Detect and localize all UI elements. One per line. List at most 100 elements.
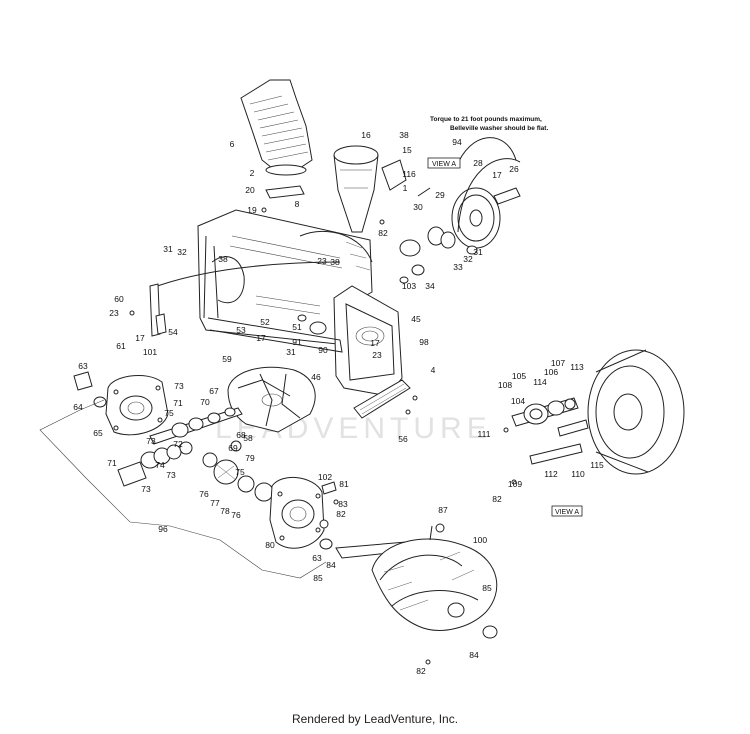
callout-51: 51 bbox=[292, 322, 302, 332]
callout-110: 110 bbox=[571, 469, 585, 479]
callout-100: 100 bbox=[473, 535, 487, 545]
callout-6: 6 bbox=[230, 139, 235, 149]
callout-82: 82 bbox=[492, 494, 502, 504]
callout-114: 114 bbox=[533, 377, 547, 387]
callout-23: 23 bbox=[109, 308, 119, 318]
drive-wheel bbox=[587, 349, 685, 475]
view-tag-top: VIEW A bbox=[427, 157, 461, 169]
nut-82-top bbox=[379, 219, 385, 225]
callout-65: 65 bbox=[93, 428, 103, 438]
callout-2: 2 bbox=[250, 168, 255, 178]
chute-base-plate bbox=[265, 185, 305, 199]
callout-113: 113 bbox=[570, 362, 584, 372]
belt-94 bbox=[455, 137, 517, 169]
callout-68: 68 bbox=[236, 430, 246, 440]
callout-73: 73 bbox=[166, 470, 176, 480]
callout-90: 90 bbox=[318, 345, 328, 355]
chute-crank-bracket bbox=[381, 159, 407, 191]
skid-shoe bbox=[353, 379, 411, 419]
torque-note-line2: Belleville washer should be flat. bbox=[450, 125, 548, 132]
callout-20: 20 bbox=[245, 185, 255, 195]
worm-shaft bbox=[149, 407, 243, 452]
callout-71: 71 bbox=[107, 458, 117, 468]
callout-17: 17 bbox=[492, 170, 502, 180]
callout-53: 53 bbox=[236, 325, 246, 335]
callout-112: 112 bbox=[544, 469, 558, 479]
callout-80: 80 bbox=[265, 540, 275, 550]
shear-bolt-87 bbox=[435, 523, 445, 533]
callout-32: 32 bbox=[463, 254, 473, 264]
harness-loop bbox=[39, 399, 327, 579]
callout-17: 17 bbox=[370, 338, 380, 348]
callout-60: 60 bbox=[114, 294, 124, 304]
callout-45: 45 bbox=[411, 314, 421, 324]
worm-gear-stack bbox=[117, 441, 193, 487]
callout-79: 79 bbox=[245, 453, 255, 463]
bracket-54 bbox=[155, 313, 167, 335]
callout-78: 78 bbox=[220, 506, 230, 516]
callout-31: 31 bbox=[286, 347, 296, 357]
callout-107: 107 bbox=[551, 358, 565, 368]
auger-pulley bbox=[451, 158, 521, 249]
callout-106: 106 bbox=[544, 367, 558, 377]
torque-note-line1: Torque to 21 foot pounds maximum, bbox=[430, 116, 542, 123]
callout-104: 104 bbox=[511, 396, 525, 406]
callout-29: 29 bbox=[435, 190, 445, 200]
callout-17: 17 bbox=[256, 333, 266, 343]
callout-69: 69 bbox=[228, 443, 238, 453]
callout-73: 73 bbox=[146, 436, 156, 446]
callout-19: 19 bbox=[247, 205, 257, 215]
callout-75: 75 bbox=[235, 467, 245, 477]
bolt-81 bbox=[333, 499, 339, 505]
callout-96: 96 bbox=[158, 524, 168, 534]
callout-28: 28 bbox=[473, 158, 483, 168]
callout-32: 32 bbox=[177, 247, 187, 257]
callout-31: 31 bbox=[473, 247, 483, 257]
callout-1: 1 bbox=[403, 183, 408, 193]
callout-33: 33 bbox=[453, 262, 463, 272]
gear-case-left bbox=[105, 375, 169, 436]
callout-23: 23 bbox=[372, 350, 382, 360]
callout-38: 38 bbox=[218, 254, 228, 264]
callout-71: 71 bbox=[173, 398, 183, 408]
bolt-19 bbox=[261, 207, 267, 213]
callout-82: 82 bbox=[336, 509, 346, 519]
callout-73: 73 bbox=[141, 484, 151, 494]
callout-54: 54 bbox=[168, 327, 178, 337]
callout-82: 82 bbox=[416, 666, 426, 676]
view-tag-right: VIEW A bbox=[551, 505, 583, 517]
view-tag-right-label: VIEW A bbox=[555, 509, 579, 516]
auger-housing bbox=[197, 209, 403, 397]
callout-101: 101 bbox=[143, 347, 157, 357]
cable bbox=[151, 261, 341, 289]
callout-63: 63 bbox=[312, 553, 322, 563]
callout-85: 85 bbox=[313, 573, 323, 583]
callout-70: 70 bbox=[200, 397, 210, 407]
callout-26: 26 bbox=[509, 164, 519, 174]
view-a-arrow bbox=[417, 187, 431, 197]
callout-38: 38 bbox=[330, 257, 340, 267]
callout-23: 23 bbox=[317, 256, 327, 266]
bushing-63-right bbox=[319, 538, 333, 550]
callout-85: 85 bbox=[482, 583, 492, 593]
view-tag-top-label: VIEW A bbox=[432, 161, 456, 168]
callout-102: 102 bbox=[318, 472, 332, 482]
callout-74: 74 bbox=[155, 460, 165, 470]
auger-gear bbox=[202, 452, 274, 502]
callout-111: 111 bbox=[478, 429, 491, 439]
callout-81: 81 bbox=[339, 479, 349, 489]
nut-56 bbox=[405, 409, 411, 415]
callout-108: 108 bbox=[498, 380, 512, 390]
callout-34: 34 bbox=[425, 281, 435, 291]
callout-94: 94 bbox=[452, 137, 462, 147]
callout-52: 52 bbox=[260, 317, 270, 327]
callout-83: 83 bbox=[338, 499, 348, 509]
bushing-63-left bbox=[73, 371, 93, 391]
callout-109: 109 bbox=[508, 479, 522, 489]
callout-103: 103 bbox=[402, 281, 416, 291]
pulley-washers bbox=[399, 226, 478, 284]
callout-115: 115 bbox=[590, 460, 604, 470]
callout-58: 58 bbox=[243, 433, 253, 443]
callout-61: 61 bbox=[116, 341, 126, 351]
